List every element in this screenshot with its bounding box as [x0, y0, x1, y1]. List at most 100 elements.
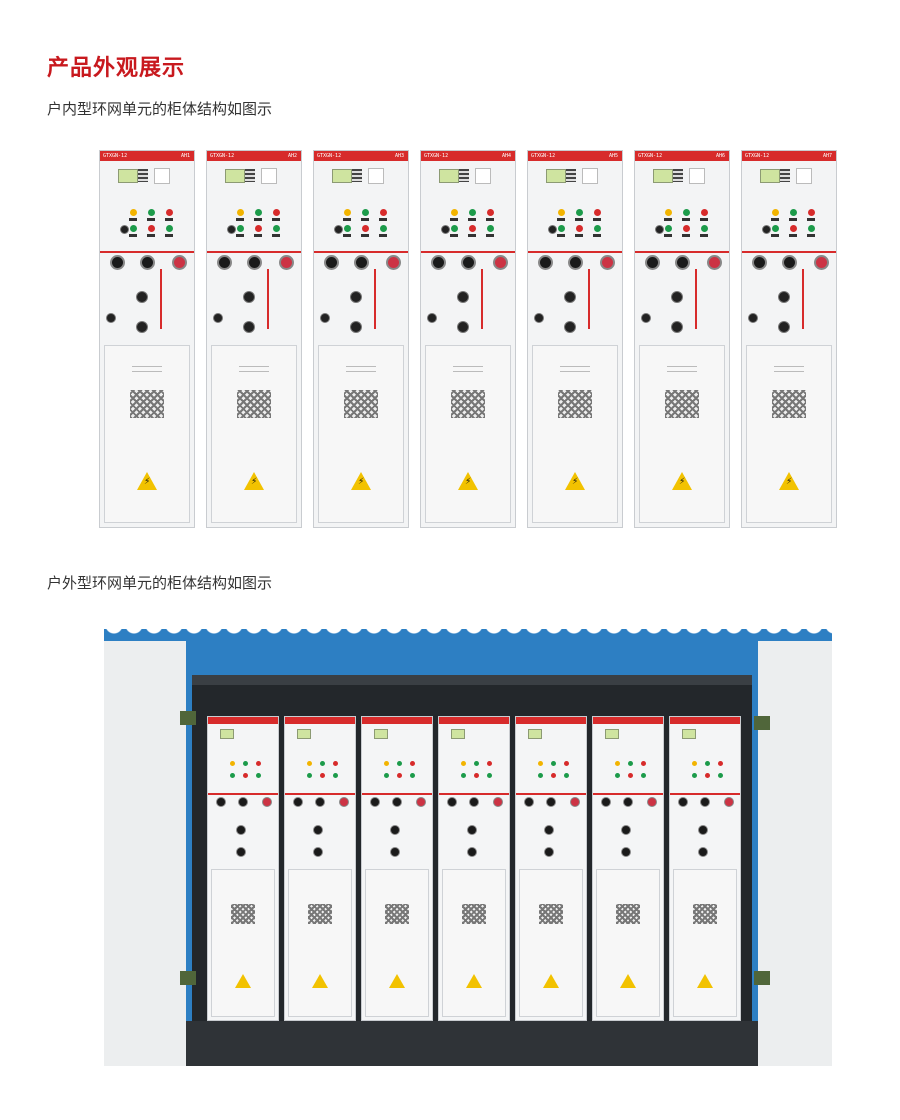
- cabinet-header: [208, 717, 278, 724]
- vent-grille: [461, 904, 487, 924]
- lamp-label: [236, 218, 244, 221]
- mimic-line: [695, 269, 697, 329]
- outdoor-cabinet: [207, 716, 279, 1021]
- busbar-line: [635, 251, 729, 253]
- operation-hole-icon: [313, 825, 323, 835]
- lamp-label: [486, 234, 494, 237]
- busbar-line: [421, 251, 515, 253]
- indicator-lamp-icon: [564, 773, 569, 778]
- operation-hole-icon: [467, 847, 477, 857]
- indicator-window-icon: [582, 168, 598, 184]
- pressure-gauge-icon: [315, 797, 325, 807]
- pressure-gauge-icon: [782, 255, 797, 270]
- operation-hole-icon: [621, 825, 631, 835]
- mimic-line: [160, 269, 162, 329]
- high-voltage-warning-icon: [312, 974, 328, 988]
- hinge-icon: [180, 711, 196, 725]
- lower-cabinet-door: ⚡: [104, 345, 190, 523]
- pressure-gauge-icon: [392, 797, 402, 807]
- high-voltage-warning-icon: [389, 974, 405, 988]
- indicator-window-icon: [689, 168, 705, 184]
- pressure-gauge-icon: [600, 255, 615, 270]
- indicator-lamp-icon: [808, 209, 815, 216]
- indicator-lamp-icon: [564, 761, 569, 766]
- lightning-bolt-icon: ⚡: [572, 477, 579, 487]
- cabinet-header: [439, 717, 509, 724]
- cabinet-tag: AH3: [394, 153, 404, 159]
- pressure-gauge-icon: [724, 797, 734, 807]
- pressure-gauge-icon: [647, 797, 657, 807]
- vent-grille: [237, 390, 271, 418]
- operation-hole-icon: [390, 825, 400, 835]
- indicator-lamp-icon: [551, 761, 556, 766]
- indicator-lamp-icon: [594, 209, 601, 216]
- busbar-line: [208, 793, 278, 795]
- pressure-gauge-icon: [110, 255, 125, 270]
- cabinet-tag: AH6: [715, 153, 725, 159]
- cabinet-header: [285, 717, 355, 724]
- operation-hole-icon: [544, 847, 554, 857]
- lamp-label: [593, 234, 601, 237]
- high-voltage-warning-icon: [672, 472, 692, 490]
- section-title: 产品外观展示: [47, 56, 186, 81]
- vent-grille: [344, 390, 378, 418]
- indicator-lamp-icon: [344, 225, 351, 232]
- indicator-lamp-icon: [551, 773, 556, 778]
- indicator-window-icon: [368, 168, 384, 184]
- outdoor-cabinet: [592, 716, 664, 1021]
- high-voltage-warning-icon: [235, 974, 251, 988]
- indicator-lamp-icon: [790, 209, 797, 216]
- lamp-label: [361, 234, 369, 237]
- lower-cabinet-door: [288, 869, 352, 1017]
- high-voltage-warning-icon: [697, 974, 713, 988]
- operation-hole-icon: [236, 825, 246, 835]
- busbar-line: [100, 251, 194, 253]
- indicator-lamp-icon: [718, 773, 723, 778]
- busbar-line: [207, 251, 301, 253]
- indicator-lamp-icon: [683, 225, 690, 232]
- lower-cabinet-door: [596, 869, 660, 1017]
- hinge-icon: [754, 971, 770, 985]
- cabinet-model: GTXGN-12: [531, 153, 556, 159]
- indicator-lamp-icon: [397, 761, 402, 766]
- lightning-bolt-icon: ⚡: [358, 477, 365, 487]
- lcd-display-icon: [118, 169, 138, 183]
- pressure-gauge-icon: [707, 255, 722, 270]
- indicator-lamp-icon: [333, 761, 338, 766]
- indicator-window-icon: [475, 168, 491, 184]
- indicator-lamp-icon: [487, 225, 494, 232]
- indicator-lamp-icon: [237, 209, 244, 216]
- high-voltage-warning-icon: [137, 472, 157, 490]
- keypad-icon: [138, 169, 148, 182]
- indicator-lamp-icon: [166, 225, 173, 232]
- pressure-gauge-icon: [538, 255, 553, 270]
- vent-grille: [558, 390, 592, 418]
- operation-hole-icon: [243, 291, 255, 303]
- busbar-line: [742, 251, 836, 253]
- indicator-lamp-icon: [344, 209, 351, 216]
- indicator-lamp-icon: [665, 209, 672, 216]
- indicator-lamp-icon: [692, 773, 697, 778]
- door-handle: [773, 366, 805, 372]
- lamp-label: [664, 218, 672, 221]
- indicator-lamp-icon: [469, 209, 476, 216]
- indicator-lamp-icon: [461, 773, 466, 778]
- operation-hole-icon: [778, 291, 790, 303]
- mimic-line: [588, 269, 590, 329]
- lamp-label: [807, 218, 815, 221]
- lamp-label: [272, 234, 280, 237]
- indicator-lamp-icon: [641, 761, 646, 766]
- cabinet-model: GTXGN-12: [103, 153, 128, 159]
- indicator-lamp-icon: [705, 773, 710, 778]
- pressure-gauge-icon: [370, 797, 380, 807]
- vent-grille: [538, 904, 564, 924]
- pressure-gauge-icon: [524, 797, 534, 807]
- indicator-lamp-icon: [576, 209, 583, 216]
- mimic-line: [374, 269, 376, 329]
- indicator-lamp-icon: [230, 761, 235, 766]
- indicator-lamp-icon: [683, 209, 690, 216]
- operation-hole-icon: [467, 825, 477, 835]
- lcd-display-icon: [439, 169, 459, 183]
